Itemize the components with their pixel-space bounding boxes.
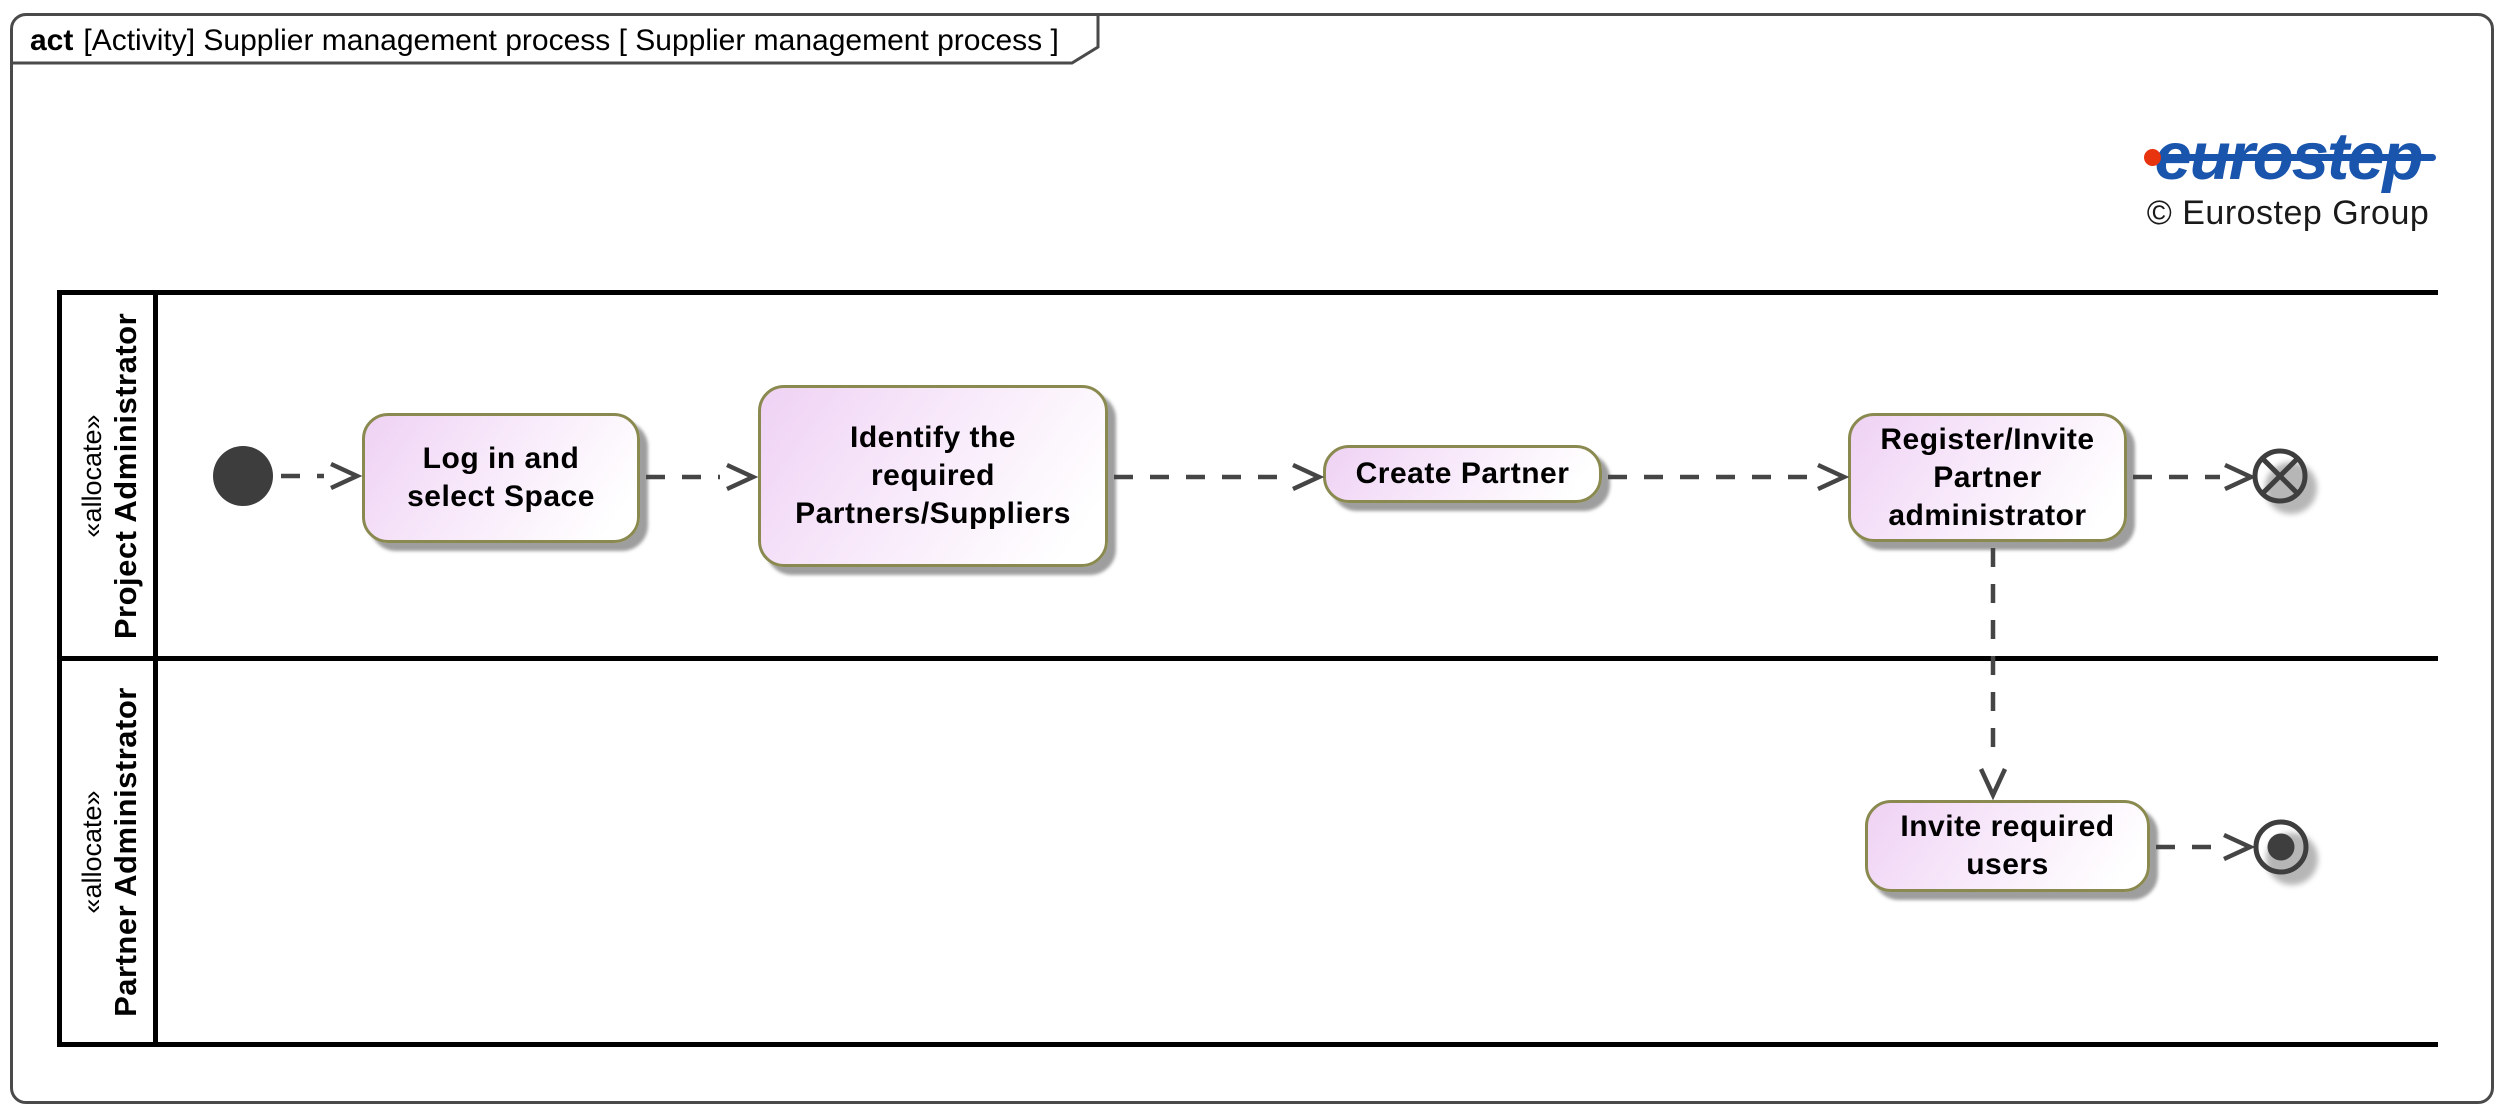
- action-register-invite-partner-administrator: Register/Invite Partner administrator: [1848, 413, 2127, 542]
- frame-title-body: [Activity] Supplier management process […: [83, 24, 1059, 57]
- lane1-stereotype: «allocate»: [77, 413, 107, 538]
- frame-title: act [Activity] Supplier management proces…: [30, 21, 1059, 61]
- copyright-text: © Eurostep Group: [2146, 194, 2430, 232]
- lane-header-partner-administrator: «allocate» Partner Administrator: [62, 661, 158, 1042]
- lane1-name: Project Administrator: [108, 312, 143, 639]
- logo-dot-icon: [2144, 149, 2161, 166]
- frame-title-keyword: act: [30, 24, 74, 57]
- action-invite-required-users: Invite required users: [1865, 800, 2150, 892]
- swimlane-table: «allocate» Project Administrator «alloca…: [57, 290, 2438, 1047]
- logo-text: eurostep: [2154, 119, 2424, 194]
- lane2-stereotype: «allocate»: [77, 789, 107, 914]
- swimlane-divider: [62, 656, 2438, 661]
- action-identify-required-partners-suppliers: Identify the required Partners/Suppliers: [758, 385, 1108, 567]
- branding: eurostep © Eurostep Group: [2138, 90, 2438, 233]
- logo-line: [2152, 154, 2436, 161]
- swimlane-header-column: [62, 295, 158, 1042]
- action-log-in-and-select-space: Log in and select Space: [362, 413, 640, 543]
- lane2-name: Partner Administrator: [108, 686, 143, 1017]
- eurostep-logo: eurostep: [2138, 90, 2438, 194]
- lane-header-project-administrator: «allocate» Project Administrator: [62, 295, 158, 656]
- diagram-frame: [10, 13, 2494, 1104]
- action-create-partner: Create Partner: [1323, 445, 1602, 503]
